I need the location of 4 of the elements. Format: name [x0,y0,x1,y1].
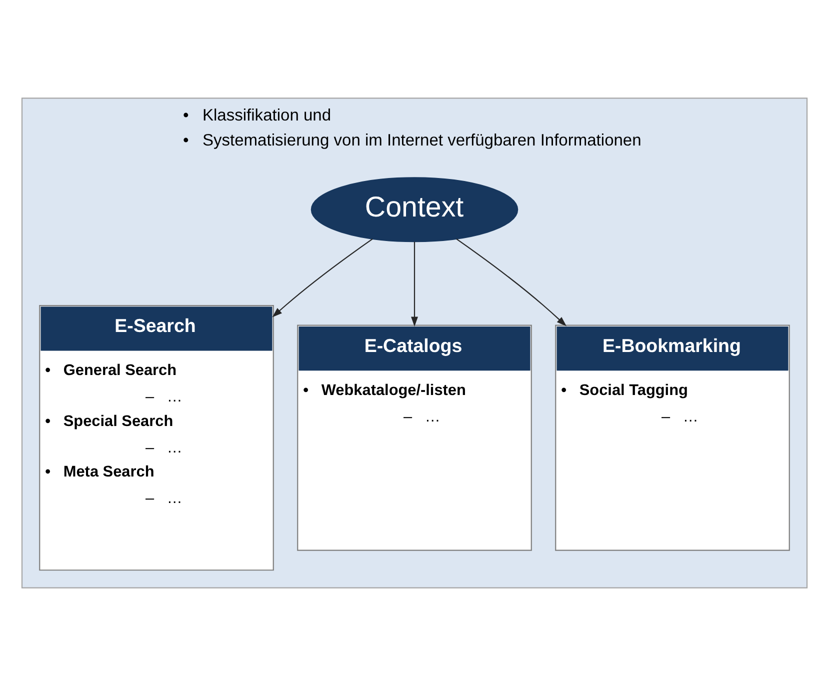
arrow [411,241,418,326]
node-ellipse: Context [310,176,518,242]
arrow [272,238,373,317]
arrow [456,238,567,326]
